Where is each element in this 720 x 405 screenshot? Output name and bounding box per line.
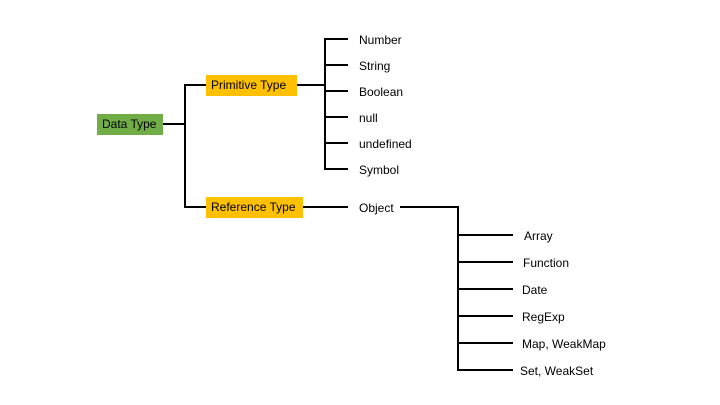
leaf-undefined: undefined <box>359 137 412 151</box>
reference-type-label: Reference Type <box>211 200 296 214</box>
leaf-date: Date <box>522 283 548 297</box>
leaf-function: Function <box>523 256 570 270</box>
root-node-data-type: Data Type <box>97 114 163 135</box>
primitive-type-node: Primitive Type <box>206 75 297 96</box>
leaf-boolean: Boolean <box>359 85 404 99</box>
leaf-string: String <box>359 59 391 73</box>
root-node-label: Data Type <box>102 117 157 131</box>
leaf-regexp: RegExp <box>522 310 565 324</box>
object-node: Object <box>359 201 394 215</box>
leaf-map-weakmap: Map, WeakMap <box>522 337 606 351</box>
leaf-null: null <box>359 111 378 125</box>
primitive-type-label: Primitive Type <box>211 78 287 92</box>
leaf-number: Number <box>359 33 402 47</box>
leaf-array: Array <box>524 229 553 243</box>
leaf-set-weakset: Set, WeakSet <box>520 364 594 378</box>
leaf-symbol: Symbol <box>359 163 400 177</box>
reference-type-node: Reference Type <box>206 197 303 218</box>
